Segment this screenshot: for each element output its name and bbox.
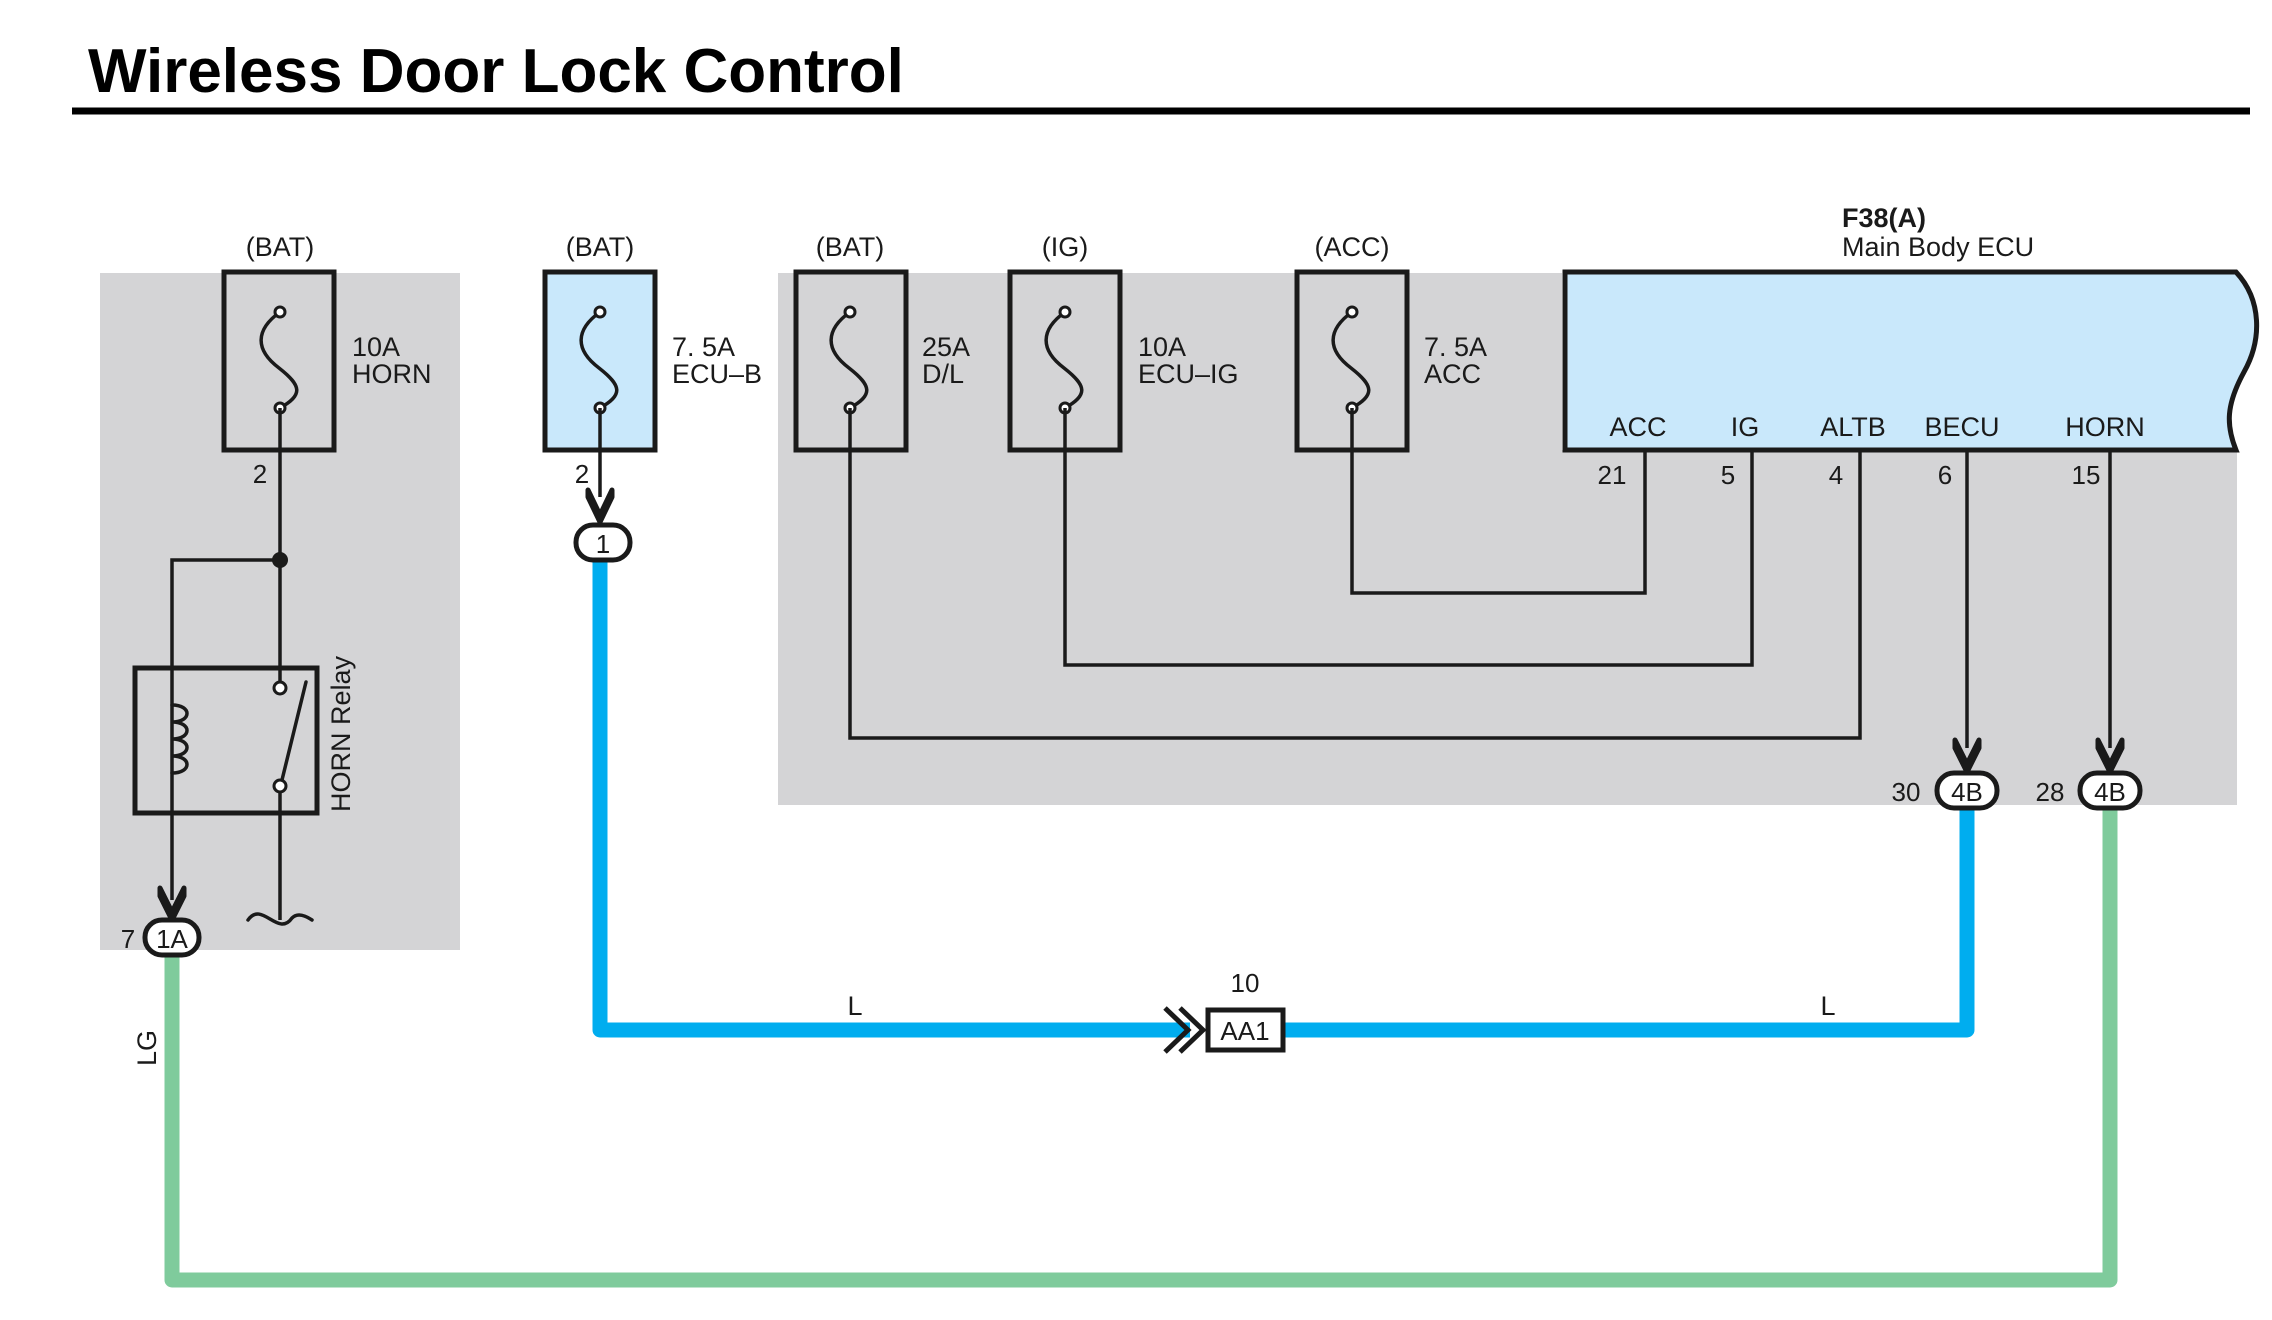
connector-1a-pin: 7: [121, 924, 135, 954]
wire-blue-right: [1283, 808, 1975, 1038]
fuse-dl-element: [829, 310, 869, 410]
page-title: Wireless Door Lock Control: [88, 37, 904, 106]
wire-ig: [1063, 408, 1754, 667]
fuse-ecub-source: (BAT): [566, 232, 635, 262]
fuse-acc-source: (ACC): [1315, 232, 1390, 262]
connector-1a-label: 1A: [156, 924, 188, 954]
horn-relay: [132, 665, 320, 816]
connector-4b-horn: [2077, 770, 2143, 811]
wire-altb: [848, 408, 1862, 740]
fuse-ecuig-name: ECU–IG: [1138, 359, 1239, 389]
relay-switch-icon: [280, 680, 308, 782]
connector-4b-becu: [1934, 770, 2000, 811]
wire-color-label-left: L: [847, 991, 862, 1021]
connector-4b-horn-label: 4B: [2094, 777, 2126, 807]
fuse-horn-element: [259, 310, 299, 410]
fuse-dl-name: D/L: [922, 359, 964, 389]
ecu-pin-altb: 4: [1829, 460, 1843, 490]
ecu-pin-acc: 21: [1598, 460, 1627, 490]
ecu-name: Main Body ECU: [1842, 232, 2034, 262]
wire-green: [164, 808, 2118, 1288]
fuse-horn-rating: 10A: [352, 332, 400, 362]
wire-color-label-green: LG: [132, 1030, 162, 1066]
connector-aa1-pin: 10: [1231, 968, 1260, 998]
wire-color-label-right: L: [1820, 991, 1835, 1021]
ecu-pin-ig: 5: [1721, 460, 1735, 490]
fuse-dl-rating: 25A: [922, 332, 970, 362]
ecu-terminal-horn: HORN: [2065, 412, 2145, 442]
fuse-ecub-pin: 2: [575, 459, 589, 489]
wire-acc: [1350, 408, 1647, 595]
connector-aa1-label: AA1: [1220, 1016, 1269, 1046]
fuse-ecub-name: ECU–B: [672, 359, 762, 389]
fuse-horn-pin: 2: [253, 459, 267, 489]
ecu-terminal-altb: ALTB: [1820, 412, 1886, 442]
ecu-pin-becu: 6: [1938, 460, 1952, 490]
ecu-code: F38(A): [1842, 203, 1926, 233]
fuse-horn-source: (BAT): [246, 232, 315, 262]
fuse-ecuig-rating: 10A: [1138, 332, 1186, 362]
connector-1: [573, 522, 633, 563]
fuse-horn-name: HORN: [352, 359, 432, 389]
fuse-dl-source: (BAT): [816, 232, 885, 262]
connector-4b-becu-label: 4B: [1951, 777, 1983, 807]
ecu-terminal-acc: ACC: [1609, 412, 1666, 442]
relay-name: HORN Relay: [326, 655, 356, 812]
ecu-terminal-becu: BECU: [1924, 412, 1999, 442]
connector-aa1: [1205, 1007, 1286, 1053]
ecu-terminal-ig: IG: [1731, 412, 1760, 442]
junction-block-shade: [778, 273, 2237, 805]
fuse-ecuig-source: (IG): [1042, 232, 1089, 262]
connector-1-label: 1: [596, 529, 610, 559]
connector-1a: [142, 917, 202, 958]
fuse-ecub-rating: 7. 5A: [672, 332, 735, 362]
connector-4b-becu-pin: 30: [1892, 777, 1921, 807]
ecu-pin-horn: 15: [2072, 460, 2101, 490]
main-body-ecu: [1562, 269, 2260, 453]
fuse-ecuig-element: [1044, 310, 1084, 410]
fuse-acc-name: ACC: [1424, 359, 1481, 389]
relay-coil-icon: [170, 703, 189, 775]
wire-relay-coil: [170, 558, 280, 900]
fuse-acc-element: [1331, 310, 1371, 410]
horn-icon: [246, 912, 314, 926]
fuse-ecub-element: [579, 310, 619, 410]
fuse-acc-rating: 7. 5A: [1424, 332, 1487, 362]
wire-blue-left: [592, 560, 1190, 1038]
connector-4b-horn-pin: 28: [2036, 777, 2065, 807]
